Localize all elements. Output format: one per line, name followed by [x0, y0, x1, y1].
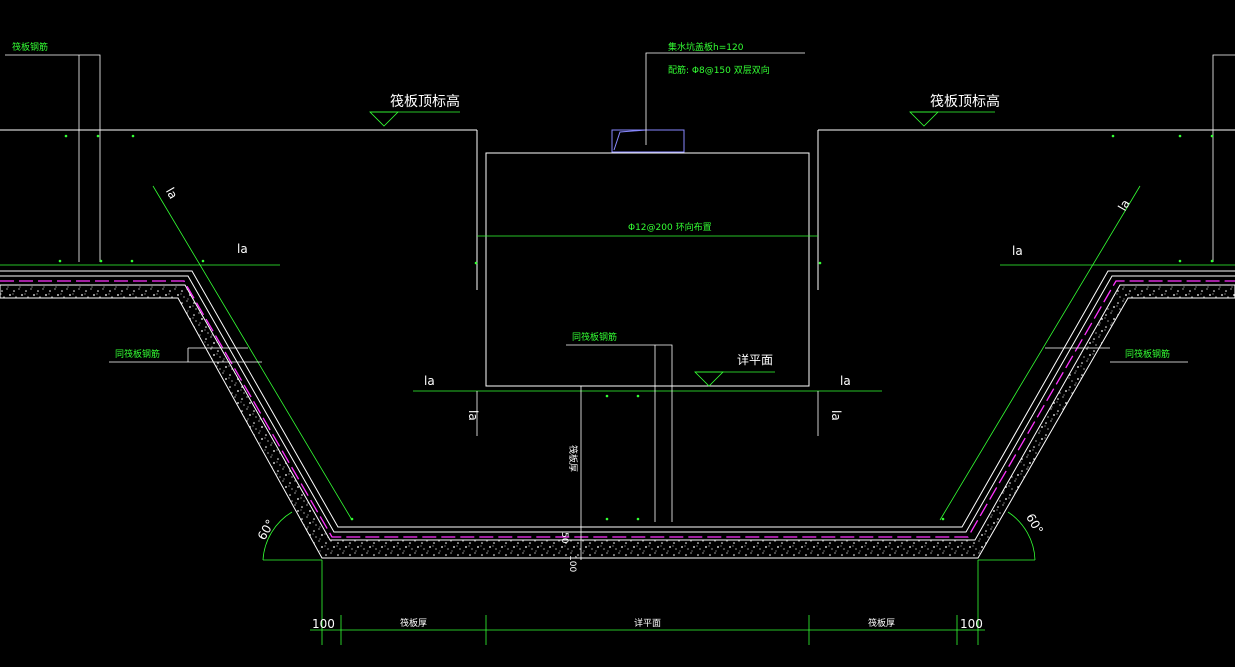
la-label-center-left: la: [424, 374, 435, 388]
slope-lines: [0, 185, 1235, 561]
la-label-center-vert-left: la: [466, 410, 480, 421]
angle-left: 60°: [255, 517, 278, 542]
same-raft-rebar-left: 同筏板钢筋: [115, 348, 160, 360]
bottom-dim-detail-plan: 详平面: [634, 617, 661, 629]
bottom-dim-raft-right: 筏板厚: [868, 617, 895, 629]
la-label-center-right: la: [840, 374, 851, 388]
raft-top-line: [0, 129, 1235, 290]
pit-cover: [485, 129, 810, 387]
bottom-dim-raft-left: 筏板厚: [400, 617, 427, 629]
detail-plan-label: 详平面: [737, 352, 773, 367]
elevation-markers: [369, 111, 995, 387]
raft-thickness-vertical: 筏板厚: [567, 445, 579, 472]
la-label-right-slope: la: [1115, 197, 1132, 213]
ring-rebar-label: Φ12@200 环向布置: [628, 221, 712, 233]
bottom-dim-100-right: 100: [960, 617, 983, 631]
la-label-left-top: la: [237, 242, 248, 256]
pit-cover-title: 集水坑盖板h=120: [668, 41, 744, 53]
raft-rebar-label-left: 筏板钢筋: [12, 41, 48, 53]
rebar-dots: [58, 134, 1214, 521]
raft-top-elevation-right: 筏板顶标高: [930, 93, 1000, 110]
la-label-center-vert-right: la: [829, 410, 843, 421]
dim-100-vertical: 100: [567, 555, 577, 572]
same-raft-rebar-right: 同筏板钢筋: [1125, 348, 1170, 360]
bottom-dimension-line: [310, 560, 985, 645]
raft-top-elevation-left: 筏板顶标高: [390, 93, 460, 110]
pit-cover-rebar: 配筋: Φ8@150 双层双向: [668, 64, 770, 76]
concrete-hatch: [0, 284, 1235, 559]
pit-wall-lines: [0, 270, 1235, 559]
angle-right: 60°: [1023, 511, 1046, 536]
leader-lines: [5, 52, 1235, 560]
dashed-rebar: [0, 280, 1235, 538]
la-label-left-slope: la: [163, 185, 180, 201]
dim-50: 50: [559, 532, 569, 544]
bottom-dim-100-left: 100: [312, 617, 335, 631]
labels: 筏板钢筋 集水坑盖板h=120 配筋: Φ8@150 双层双向 筏板顶标高 筏板…: [12, 41, 1170, 631]
same-raft-rebar-center: 同筏板钢筋: [572, 331, 617, 343]
la-label-right-top: la: [1012, 244, 1023, 258]
